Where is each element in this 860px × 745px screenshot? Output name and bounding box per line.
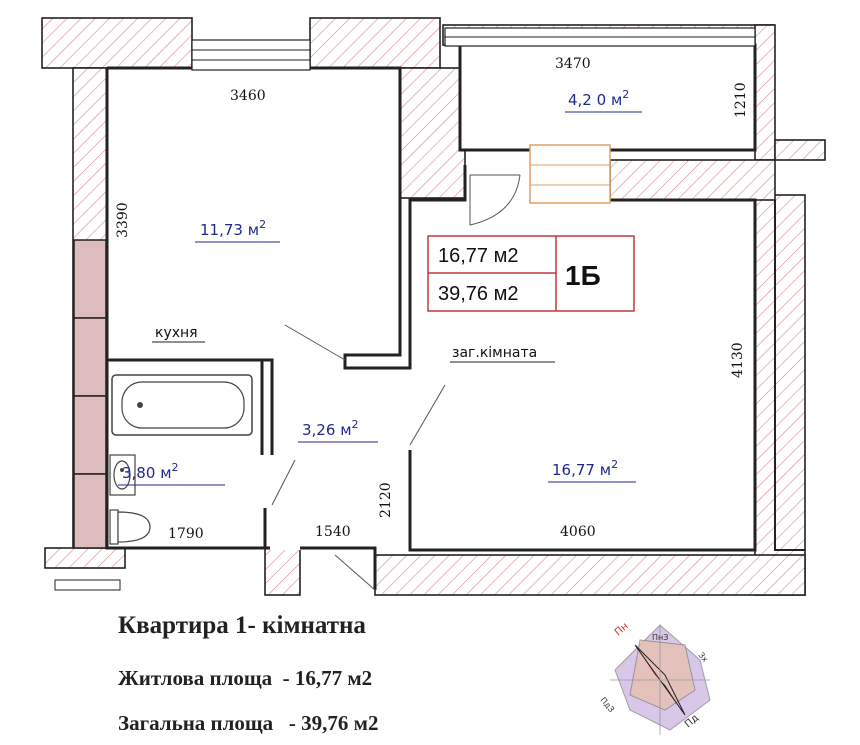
kitchen-area-unit: м (248, 221, 259, 239)
kitchen-depth-dimension: 3390 (115, 202, 131, 238)
kitchen-width-dimension: 3460 (230, 88, 266, 104)
washbasin (109, 454, 136, 496)
kitchen-area-sup: 2 (259, 218, 266, 231)
bathroom-area: 3,80 м2 (118, 461, 225, 486)
hall-area-unit: м (340, 421, 351, 439)
compass-label-northwest: ПнЗ (652, 633, 668, 642)
toilet (109, 509, 151, 545)
kitchen-area-value: 11,73 (200, 221, 243, 239)
doors (271, 174, 521, 591)
kitchen-label: кухня (155, 325, 198, 341)
living-area-value: 16,77 (552, 461, 595, 479)
hall-width-dimension: 1540 (315, 524, 351, 540)
living-area-unit: м (600, 461, 611, 479)
hall-area: 3,26 м2 (298, 418, 378, 443)
svg-text:3,26 м2: 3,26 м2 (302, 418, 359, 439)
living-area: 16,77 м2 (548, 458, 636, 483)
bathroom-area-value: 3,80 (122, 464, 155, 482)
living-width-dimension: 4060 (560, 524, 596, 540)
balcony-width-dimension: 3470 (555, 56, 591, 72)
total-area-caption-label: Загальна площа (118, 711, 274, 735)
summary-box: 16,77 м2 39,76 м2 1Б (427, 235, 635, 312)
svg-text:4,2 0 м2: 4,2 0 м2 (568, 88, 629, 109)
windows (54, 27, 756, 591)
bathtub (111, 374, 253, 436)
hall-depth-dimension: 2120 (378, 482, 394, 518)
apartment-code: 1Б (565, 260, 601, 291)
compass-rose: Пн ПнЗ Зх ПдЗ Пд (598, 621, 711, 735)
apartment-title: Квартира 1- кімнатна (118, 612, 366, 639)
living-area-caption-value: 16,77 м2 (294, 666, 373, 690)
hall-area-sup: 2 (352, 418, 359, 431)
svg-text:11,73 м2: 11,73 м2 (200, 218, 266, 239)
balcony-area-unit: м (611, 91, 622, 109)
summary-total-area: 39,76 м2 (438, 283, 518, 305)
living-depth-dimension: 4130 (730, 342, 746, 378)
balcony-area-value: 4,2 0 (568, 91, 606, 109)
summary-living-area: 16,77 м2 (438, 245, 518, 267)
total-area-line: Загальна площа - 39,76 м2 (118, 711, 379, 735)
shafts (73, 239, 107, 549)
living-area-sup: 2 (611, 458, 618, 471)
compass-label-north: Пн (613, 621, 631, 638)
bathroom-area-sup: 2 (172, 461, 179, 474)
kitchen-area: 11,73 м2 (195, 218, 280, 243)
balcony-area: 4,2 0 м2 (565, 88, 642, 113)
bathroom-area-unit: м (160, 464, 171, 482)
living-area-caption-label: Житлова площа (118, 666, 273, 690)
balcony-area-sup: 2 (622, 88, 629, 101)
compass-label-southwest: ПдЗ (598, 696, 616, 715)
hall-area-value: 3,26 (302, 421, 335, 439)
total-area-caption-value: 39,76 м2 (301, 711, 379, 735)
living-label: заг.кімната (452, 345, 537, 361)
svg-text:16,77 м2: 16,77 м2 (552, 458, 618, 479)
svg-text:3,80 м2: 3,80 м2 (122, 461, 179, 482)
bathroom-width-dimension: 1790 (168, 526, 204, 542)
living-area-line: Житлова площа - 16,77 м2 (118, 666, 373, 690)
balcony-depth-dimension: 1210 (733, 82, 749, 118)
